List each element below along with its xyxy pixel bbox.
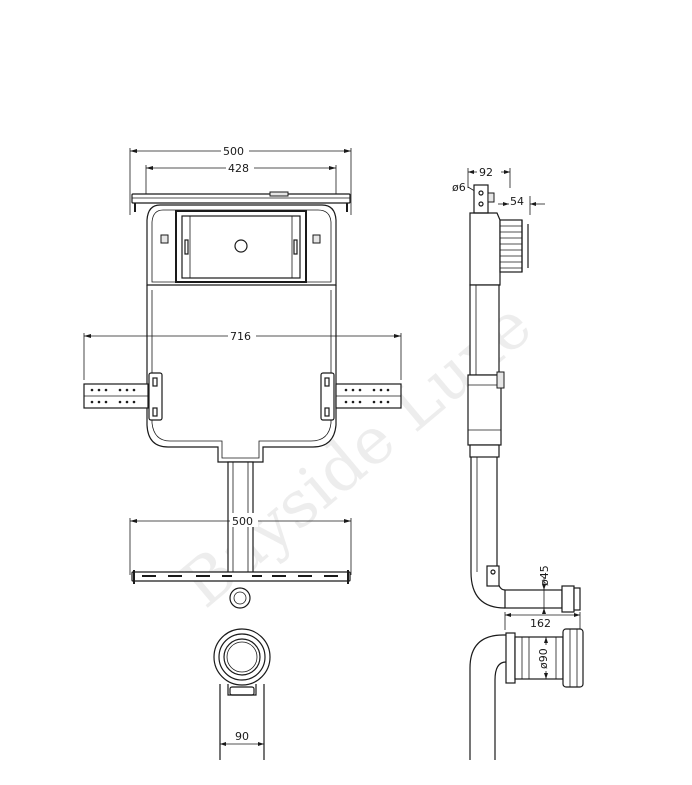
- dim-depth: 92: [467, 164, 511, 188]
- foot-rail: [131, 570, 351, 609]
- dim-frame-width: 428: [145, 160, 337, 200]
- dim-outlet-dia: ø90: [536, 637, 550, 679]
- dim-pipe-dia-label: ø45: [538, 565, 551, 586]
- frame-body: [146, 285, 337, 463]
- cistern-body: [146, 204, 337, 286]
- dim-outlet-dia-label: ø90: [537, 648, 550, 669]
- pan-connector-bend: [469, 628, 584, 760]
- front-view: 500 428: [83, 143, 402, 760]
- flush-connector-pipe: [504, 585, 581, 613]
- dim-frame-width-label: 428: [228, 162, 249, 175]
- side-view: 92 ø6 54: [452, 164, 584, 760]
- outlet-bend-front: [213, 628, 271, 760]
- dim-depth-label: 92: [479, 166, 493, 179]
- side-cistern: [469, 212, 529, 286]
- dim-base-width: 500: [129, 513, 352, 575]
- dim-base-width-label: 500: [232, 515, 253, 528]
- side-frame: [467, 284, 505, 458]
- dim-overall-width-label: 500: [223, 145, 244, 158]
- side-down-pipe: [470, 457, 506, 609]
- dim-wing-span-label: 716: [230, 330, 251, 343]
- side-top-bracket: [473, 184, 495, 214]
- dim-pipe-len-label: 162: [530, 617, 551, 630]
- dim-overall-width: 500: [129, 143, 352, 215]
- top-rail: [131, 191, 351, 212]
- left-wing-bracket: [83, 372, 163, 421]
- dim-rod-label: ø6: [452, 181, 466, 194]
- dim-outlet-width-label: 90: [235, 730, 249, 743]
- dim-flush-pipe-label: 54: [510, 195, 524, 208]
- right-wing-bracket: [320, 372, 402, 421]
- dim-pipe-dia: ø45: [538, 565, 551, 614]
- dim-wing-span: 716: [83, 328, 402, 380]
- dim-flush-pipe: 54: [498, 195, 545, 215]
- dim-pipe-len: 162: [504, 612, 581, 630]
- dim-outlet-width: 90: [220, 730, 264, 746]
